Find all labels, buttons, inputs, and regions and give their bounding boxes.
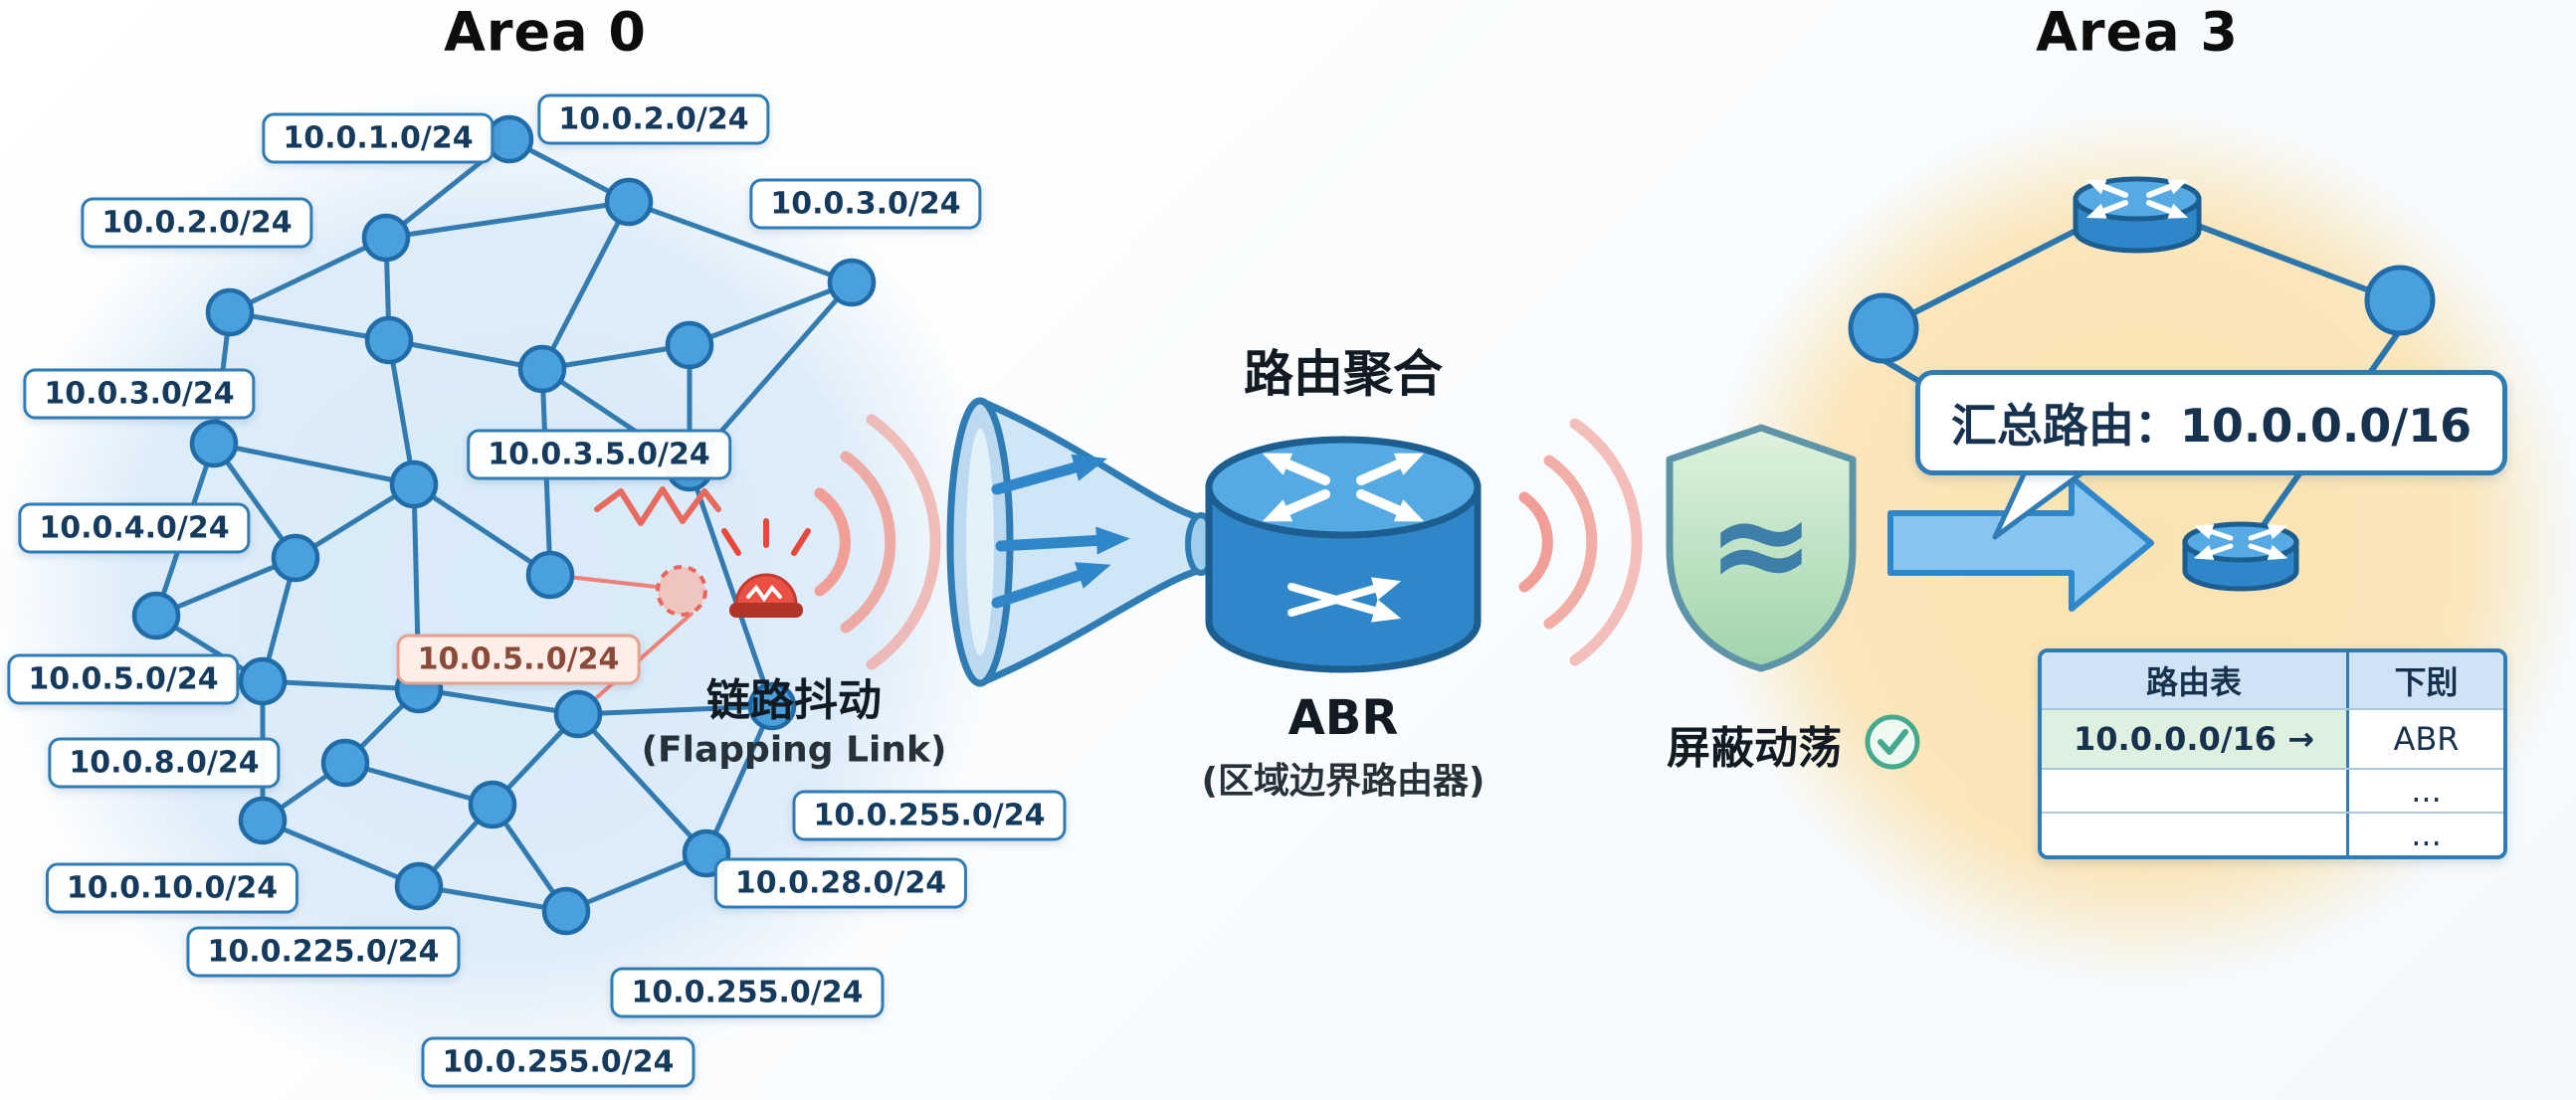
subnet-label: 10.0.3.0/24	[23, 368, 256, 420]
routing-table-row: 10.0.0.0/16 → ABR	[2042, 708, 2503, 768]
signal-waves-right-icon	[1518, 418, 1643, 666]
area3-top-router-icon	[2073, 176, 2202, 254]
area3-target-router-icon	[2182, 521, 2299, 592]
subnet-label: 10.0.5.0/24	[7, 653, 240, 705]
subnet-label: 10.0.255.0/24	[610, 967, 885, 1018]
subnet-label-flapping: 10.0.5..0/24	[396, 634, 641, 685]
subnet-label: 10.0.2.0/24	[81, 197, 313, 249]
wave-icon: ≈	[1707, 468, 1816, 620]
subnet-label: 10.0.3.5.0/24	[467, 429, 731, 480]
routing-table-header-route: 路由表	[2145, 663, 2242, 701]
routing-table-row: ...	[2042, 812, 2503, 855]
routing-table-cell-route	[2042, 770, 2346, 812]
route-aggregation-label: 路由聚合	[1244, 345, 1443, 403]
subnet-label: 10.0.4.0/24	[18, 502, 251, 554]
routing-table: 路由表 下刡 10.0.0.0/16 → ABR ... ...	[2038, 648, 2507, 859]
flapping-link-title: 链路抖动	[706, 675, 882, 726]
signal-waves-left-icon	[814, 414, 941, 670]
routing-arrows-icon	[1262, 453, 1425, 522]
routing-table-row: ...	[2042, 768, 2503, 812]
routing-table-cell-nexthop: ...	[2346, 770, 2503, 812]
alarm-siren-icon	[721, 518, 811, 618]
summary-flow-arrow-icon	[1887, 474, 2154, 612]
routing-table-cell-nexthop: ABR	[2346, 710, 2503, 768]
subnet-label: 10.0.10.0/24	[45, 862, 299, 914]
shield-icon: ≈	[1666, 424, 1857, 672]
routing-table-header-nexthop: 下刡	[2346, 652, 2503, 708]
check-icon	[1865, 714, 1920, 770]
funnel-icon	[946, 397, 1217, 687]
abr-router-icon	[1205, 436, 1482, 673]
summary-route-text: 汇总路由：10.0.0.0/16	[1950, 399, 2473, 453]
summary-route-bubble: 汇总路由：10.0.0.0/16	[1915, 370, 2507, 475]
routing-table-cell-nexthop: ...	[2346, 814, 2503, 855]
subnet-label: 10.0.8.0/24	[48, 737, 281, 789]
routing-table-cell-route	[2042, 814, 2346, 855]
subnet-label: 10.0.225.0/24	[186, 926, 461, 978]
subnet-label: 10.0.255.0/24	[792, 790, 1067, 841]
funnel-arrows-icon	[991, 454, 1130, 609]
flapping-link-subtitle: (Flapping Link)	[641, 729, 947, 771]
routing-table-header-row: 路由表 下刡	[2042, 652, 2503, 708]
subnet-label: 10.0.2.0/24	[537, 93, 770, 145]
routing-table-cell-route: 10.0.0.0/16 →	[2042, 710, 2346, 768]
subnet-label: 10.0.28.0/24	[713, 857, 968, 909]
shuffle-icon	[1288, 577, 1402, 623]
abr-subtitle: (区域边界路由器)	[1201, 761, 1486, 802]
area0-title: Area 0	[444, 0, 647, 64]
flapping-node	[656, 565, 707, 617]
interference-zigzag-icon	[594, 486, 721, 526]
abr-name: ABR	[1288, 690, 1399, 746]
area3-title: Area 3	[2036, 0, 2239, 64]
area3-nodes	[1848, 265, 2436, 364]
subnet-label: 10.0.3.0/24	[749, 178, 982, 230]
subnet-label: 10.0.255.0/24	[421, 1036, 695, 1088]
shield-label: 屏蔽动荡	[1667, 723, 1842, 774]
subnet-label: 10.0.1.0/24	[262, 112, 495, 164]
